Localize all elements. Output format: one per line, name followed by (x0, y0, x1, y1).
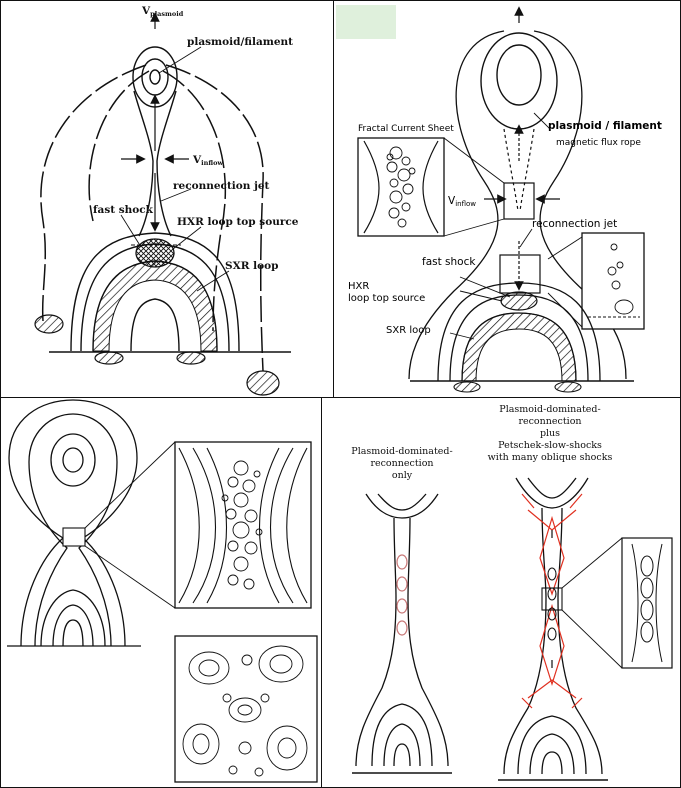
panel-a-diagram: Vplasmoid plasmoid/filament Vinflow reco… (1, 1, 334, 398)
panel-b-fractal-model: Fractal Current Sheet plasmoid / filamen… (334, 0, 681, 398)
sxr-loop-hatched (93, 261, 217, 351)
dashed-field-line-inner-left (89, 71, 149, 221)
sxr-label: SXR loop (386, 325, 431, 336)
plasmoid-label: plasmoid / filament (548, 120, 662, 132)
hxr-source (501, 292, 537, 310)
petschek-shocks (522, 494, 582, 708)
zoom-box (63, 528, 85, 546)
panel-d-diagram: Plasmoid-dominated- reconnection only Pl… (322, 398, 681, 788)
right-title-5: with many oblique shocks (488, 452, 613, 463)
zoom-inset-1 (175, 442, 311, 608)
panel-a-plasmoid-model: Vplasmoid plasmoid/filament Vinflow reco… (0, 0, 334, 398)
sxr-label: SXR loop (225, 260, 278, 272)
right-title-2: reconnection (518, 416, 581, 427)
right-title-1: Plasmoid-dominated- (499, 404, 600, 415)
flux-rope-label: magnetic flux rope (556, 138, 641, 148)
svg-text:Vinflow: Vinflow (192, 154, 223, 167)
hxr-label-2: loop top source (348, 293, 425, 304)
left-title-2: reconnection (370, 458, 433, 469)
zoom-inset-2 (175, 636, 317, 782)
svg-text:Vplasmoid: Vplasmoid (141, 5, 184, 18)
panel-b-diagram: Fractal Current Sheet plasmoid / filamen… (334, 1, 681, 398)
svg-text:Vinflow: Vinflow (448, 195, 476, 208)
panel-c-diagram (1, 398, 322, 788)
right-title-4: Petschek-slow-shocks (498, 440, 602, 451)
hxr-label-1: HXR (348, 281, 369, 292)
plasmoid-rings (481, 33, 557, 129)
main-field-lines (9, 400, 137, 646)
sxr-loop-hatched (462, 313, 576, 381)
left-plasmoids (397, 555, 407, 635)
fast-shock-label: fast shock (93, 204, 154, 216)
panel-c-fractal-zoom (0, 398, 322, 788)
current-sheet-box (504, 183, 534, 219)
accent-box (336, 5, 396, 39)
left-current-sheet (356, 494, 448, 766)
right-zoom-inset (622, 538, 672, 668)
reconnection-box (500, 255, 540, 293)
left-title-1: Plasmoid-dominated- (351, 446, 452, 457)
left-title-3: only (392, 470, 413, 481)
hxr-loop-top-source (136, 239, 174, 267)
jet-inset (548, 233, 644, 329)
panel-d-petschek-comparison: Plasmoid-dominated- reconnection only Pl… (322, 398, 681, 788)
plasmoid-label: plasmoid/filament (187, 36, 293, 48)
fractal-label: Fractal Current Sheet (358, 124, 454, 134)
right-title-3: plus (540, 428, 560, 439)
hxr-label: HXR loop top source (177, 216, 299, 228)
fractal-inset (358, 138, 444, 236)
fast-shock-label: fast shock (422, 256, 476, 268)
reconnection-jet-label: reconnection jet (173, 180, 270, 192)
reconnection-jet-label: reconnection jet (532, 218, 617, 230)
